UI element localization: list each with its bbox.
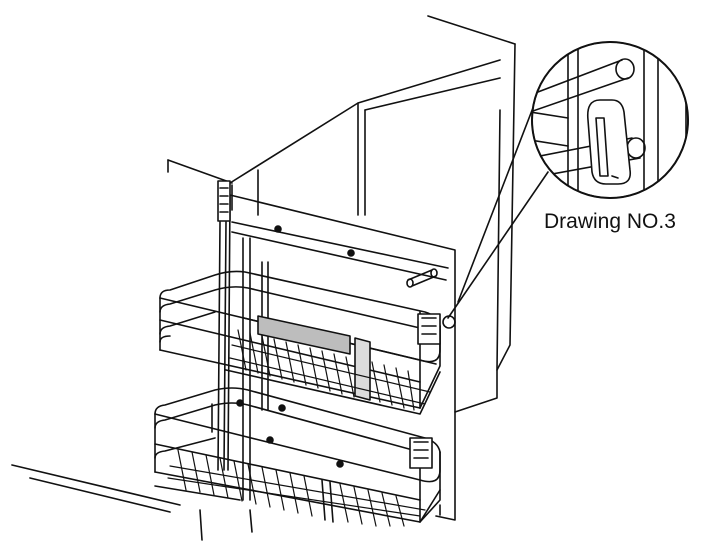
callout-leader <box>442 99 549 329</box>
lower-basket-slats <box>167 449 426 527</box>
detail-magnifier <box>531 41 689 199</box>
upper-basket-slats <box>229 329 431 411</box>
lower-basket <box>154 387 441 523</box>
front-board <box>227 194 456 521</box>
cabinet-body <box>11 15 516 541</box>
callout-label: Drawing NO.3 <box>544 210 676 233</box>
upper-basket <box>159 270 441 415</box>
